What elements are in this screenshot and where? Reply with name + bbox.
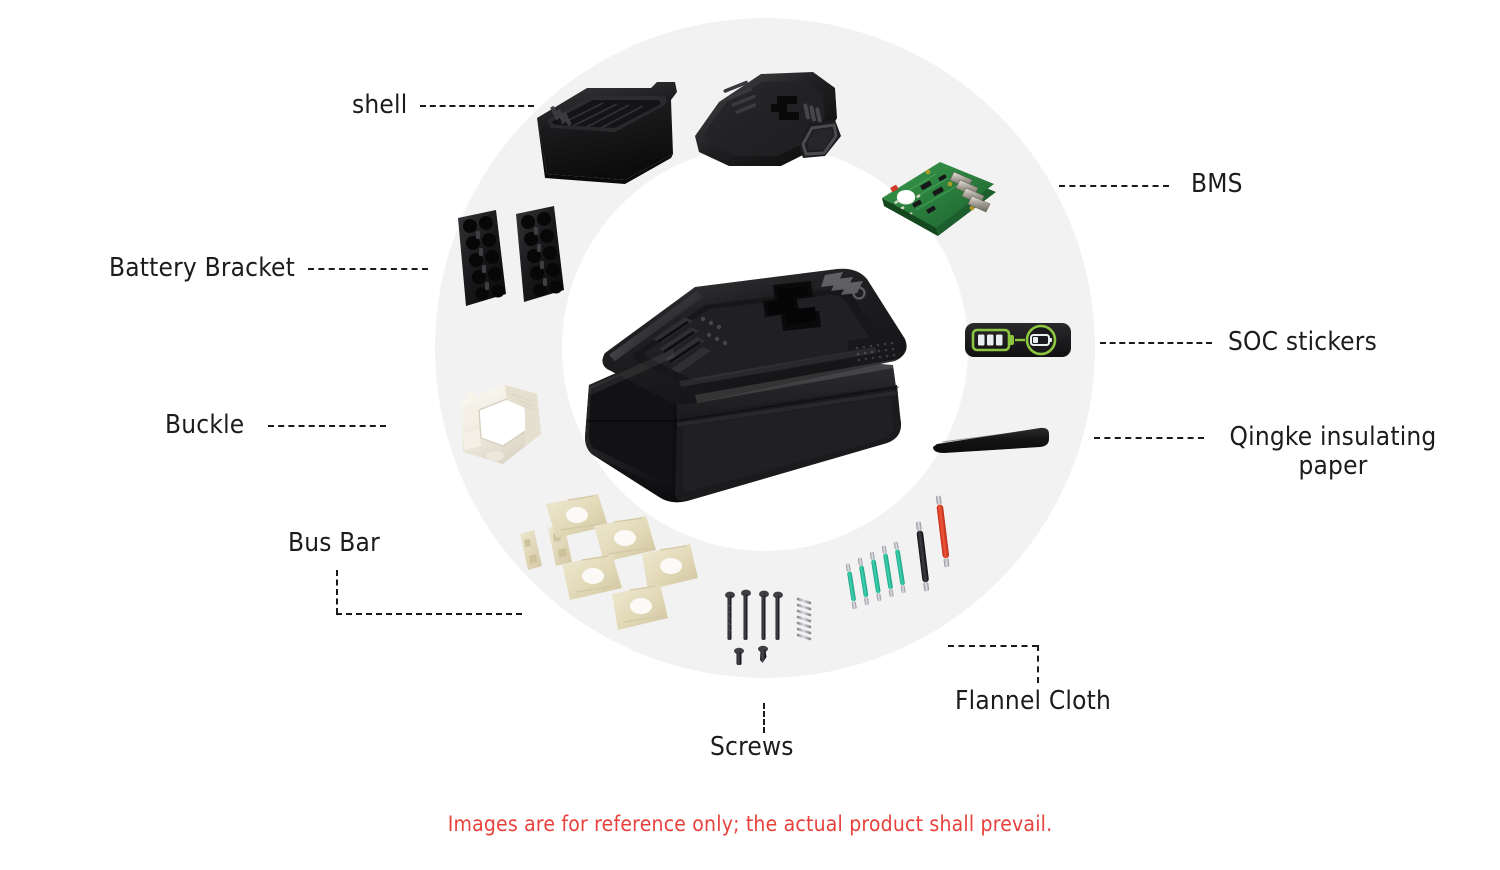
label-flannel-cloth: Flannel Cloth [955,686,1112,716]
label-buckle: Buckle [165,410,245,440]
connector-bus-bar-vertical [336,570,338,614]
part-buckle [445,372,555,477]
label-soc-stickers: SOC stickers [1228,327,1377,357]
part-qingke-insulating-paper [930,422,1050,456]
part-battery-pack-assembled [575,235,935,525]
connector-battery-bracket [308,268,428,270]
connector-qingke-paper [1094,437,1204,439]
part-bus-bar [508,492,698,650]
label-screws: Screws [710,732,794,762]
part-flannel-cloth-wires [840,492,960,622]
part-bms-board [876,152,1004,252]
connector-flannel-vertical [1037,645,1039,683]
label-bms: BMS [1191,169,1243,199]
label-qingke-insulating-paper: Qingke insulating paper [1229,422,1437,481]
label-bus-bar: Bus Bar [288,528,380,558]
connector-soc-stickers [1100,342,1212,344]
label-battery-bracket: Battery Bracket [109,253,296,283]
connector-buckle [268,425,386,427]
part-screws [718,585,828,670]
label-shell: shell [352,90,408,120]
connector-shell [420,105,534,107]
reference-disclaimer: Images are for reference only; the actua… [447,812,1053,836]
part-battery-bracket [452,198,570,318]
part-shell [525,62,845,184]
connector-screws [763,703,765,733]
connector-bus-bar-horizontal [336,613,522,615]
connector-bms [1059,185,1169,187]
part-soc-sticker [963,317,1075,365]
connector-flannel-horizontal [948,645,1038,647]
